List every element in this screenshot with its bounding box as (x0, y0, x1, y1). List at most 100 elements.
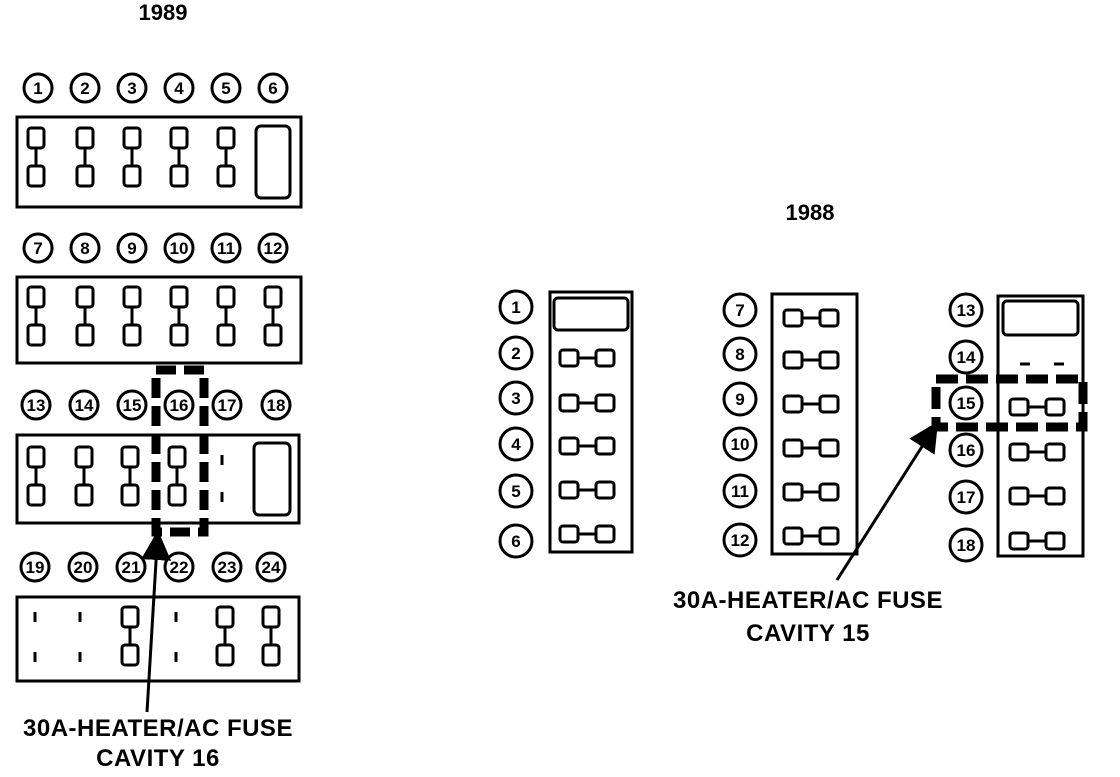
vertical-fuse (216, 126, 236, 188)
fuse-numbers-row-2: 7 8 9 10 11 12 (22, 232, 289, 264)
fuse-number: 17 (957, 488, 976, 507)
fuse-number: 21 (122, 558, 141, 577)
fuse-number: 2 (511, 344, 520, 363)
vertical-fuse (75, 285, 95, 347)
year-label-1989: 1989 (139, 0, 188, 25)
large-fuse-slot (252, 441, 292, 517)
fuse-number: 5 (511, 482, 520, 501)
vertical-fuse (26, 126, 46, 188)
horizontal-fuse (558, 393, 616, 413)
fuse-block-row-4 (15, 595, 301, 683)
horizontal-fuse (558, 436, 616, 456)
fuse-number: 14 (957, 348, 976, 367)
fuse-number: 13 (27, 396, 46, 415)
vertical-fuse (169, 126, 189, 188)
fuse-number: 19 (26, 558, 45, 577)
vertical-fuse (26, 285, 46, 347)
fuse-number: 7 (33, 239, 42, 258)
vertical-fuse (75, 126, 95, 188)
fuse-numbers-row-3: 13 14 15 16 17 18 (20, 389, 292, 421)
fuse-number: 3 (127, 79, 136, 98)
fuse-number: 17 (218, 396, 237, 415)
large-fuse-slot (552, 296, 630, 332)
fuse-numbers-row-1: 1 2 3 4 5 6 (22, 72, 289, 104)
fuse-number: 20 (74, 558, 93, 577)
fuse-number: 11 (731, 482, 749, 501)
panel-1989: 1989 1 2 3 4 5 6 7 (15, 0, 303, 772)
vertical-fuse (263, 285, 283, 347)
vertical-fuse (120, 445, 140, 507)
horizontal-fuse (782, 350, 840, 370)
callout-arrow-1989 (141, 530, 172, 713)
horizontal-fuse (782, 394, 840, 414)
highlight-frame-cavity-15 (931, 374, 1088, 432)
fuse-number-highlighted: 15 (957, 394, 976, 413)
fuse-number: 9 (735, 390, 744, 409)
vertical-fuse (215, 605, 235, 667)
fuse-numbers-row-4: 19 20 21 22 23 24 (19, 551, 287, 583)
vertical-fuse (122, 126, 142, 188)
fuse-block-column-1 (548, 290, 634, 554)
fuse-number: 12 (731, 531, 750, 550)
horizontal-fuse (1008, 486, 1066, 506)
fuse-number: 8 (80, 239, 89, 258)
fuse-number: 13 (957, 301, 976, 320)
fuse-number: 4 (174, 79, 184, 98)
callout-line2-1988: CAVITY 15 (746, 620, 870, 647)
fuse-number: 2 (80, 79, 89, 98)
fuse-number: 8 (735, 345, 744, 364)
fuse-number: 7 (735, 301, 744, 320)
vertical-fuse (120, 605, 140, 667)
fuse-number: 15 (123, 396, 142, 415)
fuse-column-2: 7 8 9 10 11 12 (722, 292, 859, 558)
callout-line2-1989: CAVITY 16 (96, 745, 220, 772)
callout-line1-1988: 30A-HEATER/AC FUSE (673, 587, 943, 614)
fuse-number: 6 (511, 532, 520, 551)
fuse-number: 16 (957, 441, 976, 460)
horizontal-fuse (782, 438, 840, 458)
horizontal-fuse (1008, 531, 1066, 551)
fuse-number: 10 (170, 239, 189, 258)
panel-1988: 1988 1 2 3 4 5 6 (498, 200, 1088, 647)
horizontal-fuse (558, 348, 616, 368)
vertical-fuse (167, 445, 187, 507)
fuse-number: 18 (267, 396, 286, 415)
large-fuse-slot (254, 124, 292, 200)
fuse-number: 23 (218, 558, 237, 577)
fuse-number: 1 (511, 298, 520, 317)
vertical-fuse (26, 445, 46, 507)
fuse-block-row-1 (15, 115, 303, 209)
fuse-number: 12 (264, 239, 283, 258)
horizontal-fuse (1008, 397, 1066, 417)
fuse-number: 4 (511, 435, 521, 454)
fuse-number: 11 (217, 239, 235, 258)
fuse-column-1: 1 2 3 4 5 6 (498, 289, 634, 559)
highlight-frame-cavity-16 (151, 365, 209, 537)
vertical-fuse (216, 285, 236, 347)
vertical-fuse (122, 285, 142, 347)
fuse-number: 18 (957, 536, 976, 555)
callout-arrow-1988 (835, 421, 939, 581)
fuse-column-3: 13 14 15 16 17 18 (931, 292, 1088, 563)
fuse-number-highlighted: 16 (170, 396, 189, 415)
fuse-number: 24 (262, 558, 281, 577)
fuse-number: 5 (221, 79, 230, 98)
fuse-number: 3 (511, 389, 520, 408)
fuse-block-row-2 (15, 275, 303, 365)
vertical-fuse (169, 285, 189, 347)
horizontal-fuse (558, 524, 616, 544)
horizontal-fuse (782, 308, 840, 328)
horizontal-fuse (782, 526, 840, 546)
year-label-1988: 1988 (786, 200, 835, 225)
fuse-block-column-2 (770, 292, 859, 556)
fuse-number: 10 (731, 435, 750, 454)
callout-line1-1989: 30A-HEATER/AC FUSE (23, 715, 293, 742)
horizontal-fuse (782, 482, 840, 502)
fuse-number: 22 (170, 558, 189, 577)
fuse-number: 14 (75, 396, 94, 415)
fuse-number: 6 (268, 79, 277, 98)
fuse-number: 1 (33, 79, 42, 98)
vertical-fuse (74, 445, 94, 507)
horizontal-fuse (558, 480, 616, 500)
